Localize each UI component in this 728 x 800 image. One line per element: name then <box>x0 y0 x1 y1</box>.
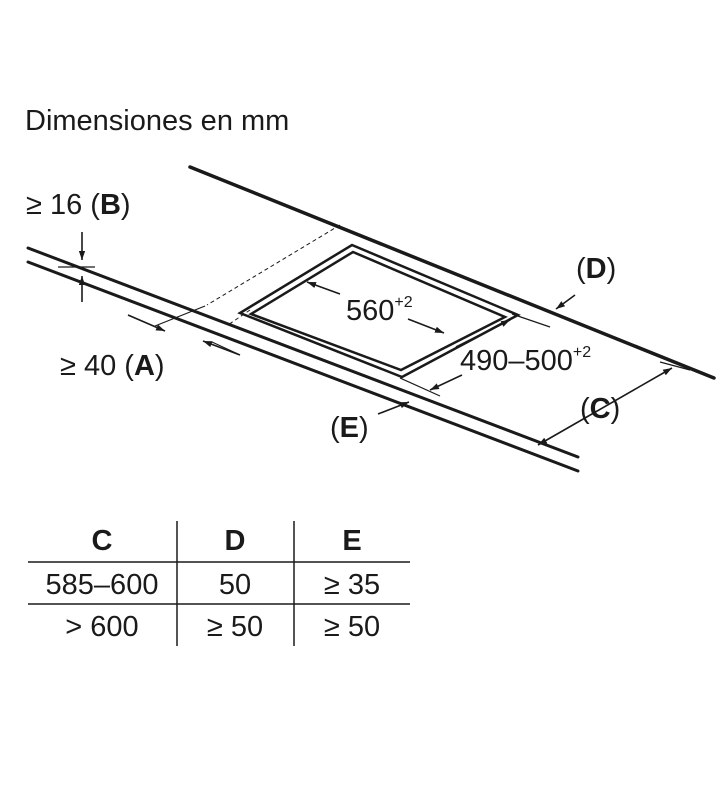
label-c: (C) <box>580 393 620 425</box>
table-cell: > 600 <box>65 611 138 643</box>
page-title: Dimensiones en mm <box>25 105 289 137</box>
table-cell: 50 <box>219 569 251 601</box>
label-d: (D) <box>576 253 616 285</box>
front-edge-top-line <box>26 246 580 459</box>
label-depth: 490–500+2 <box>460 344 591 377</box>
ext-c <box>659 361 691 371</box>
label-width: 560+2 <box>346 294 413 327</box>
arrow-a-left <box>127 314 166 332</box>
dimension-arrows <box>78 232 673 446</box>
arrow-width-right <box>407 318 445 334</box>
table-header-d: D <box>225 525 246 557</box>
arrow-width-left <box>306 281 341 295</box>
cutout <box>237 243 521 379</box>
ext-depth-1 <box>511 313 551 328</box>
table-header-c: C <box>92 525 113 557</box>
label-e: (E) <box>330 412 369 444</box>
back-edge-line <box>188 165 716 380</box>
table-cell: 585–600 <box>46 569 159 601</box>
front-edge-bottom-line <box>26 260 580 473</box>
arrow-depth-down <box>429 374 463 391</box>
dashed-guide-back <box>206 224 341 306</box>
arrow-d <box>555 294 576 310</box>
label-a: ≥ 40 (A) <box>60 350 165 382</box>
ext-a-left <box>154 305 206 327</box>
arrow-c <box>537 367 673 446</box>
arrow-a-right <box>202 340 241 356</box>
table-header-e: E <box>342 525 361 557</box>
label-b: ≥ 16 (B) <box>26 189 131 221</box>
arrow-e <box>377 401 410 415</box>
worktop <box>26 165 716 473</box>
arrow-depth-up <box>455 319 511 348</box>
table-cell: ≥ 35 <box>324 569 380 601</box>
dimension-table: C D E 585–600 50 ≥ 35 > 600 ≥ 50 ≥ 50 <box>28 521 410 646</box>
ext-depth-2 <box>399 377 441 397</box>
table-cell: ≥ 50 <box>207 611 263 643</box>
cutout-outer <box>237 243 521 379</box>
dashed-guide-front <box>227 309 251 326</box>
dashed-guides <box>206 224 341 326</box>
table-cell: ≥ 50 <box>324 611 380 643</box>
cutout-inner <box>248 250 508 372</box>
